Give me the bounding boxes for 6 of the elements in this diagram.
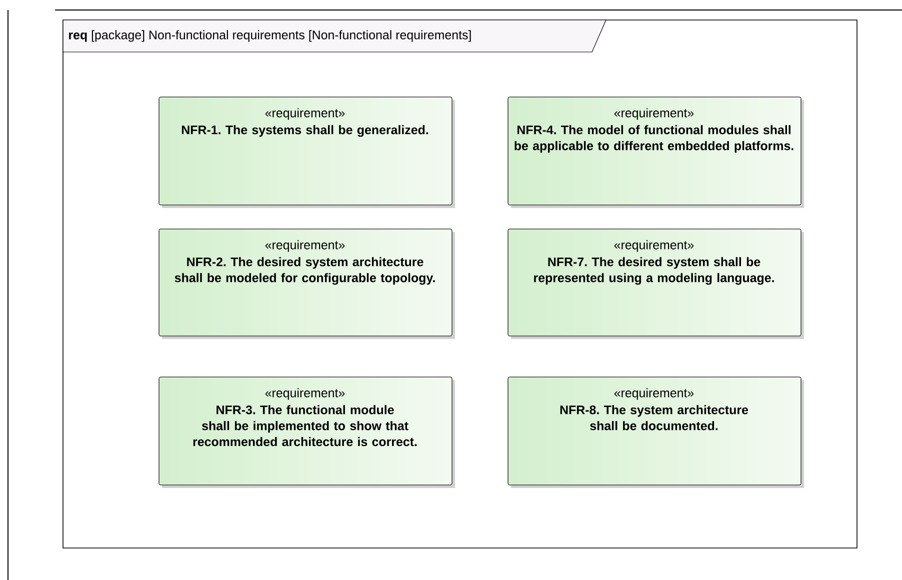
requirement-box: «requirement» NFR-2. The desired system architecture shall be modeled for configurable topology. xyxy=(158,228,455,339)
requirement-box: «requirement» NFR-1. The systems shall be generalized. xyxy=(158,96,455,208)
requirement-box: «requirement» NFR-4. The model of functional modules shall be applicable to different embedded platforms. xyxy=(508,96,804,208)
requirement-box: «requirement» NFR-3. The functional module shall be implemented to show that recommended architecture is correct. xyxy=(158,376,455,488)
requirement-box: «requirement» NFR-7. The desired system shall be represented using a modeling language. xyxy=(508,228,804,339)
requirement-box: «requirement» NFR-8. The system architecture shall be documented. xyxy=(508,376,804,488)
